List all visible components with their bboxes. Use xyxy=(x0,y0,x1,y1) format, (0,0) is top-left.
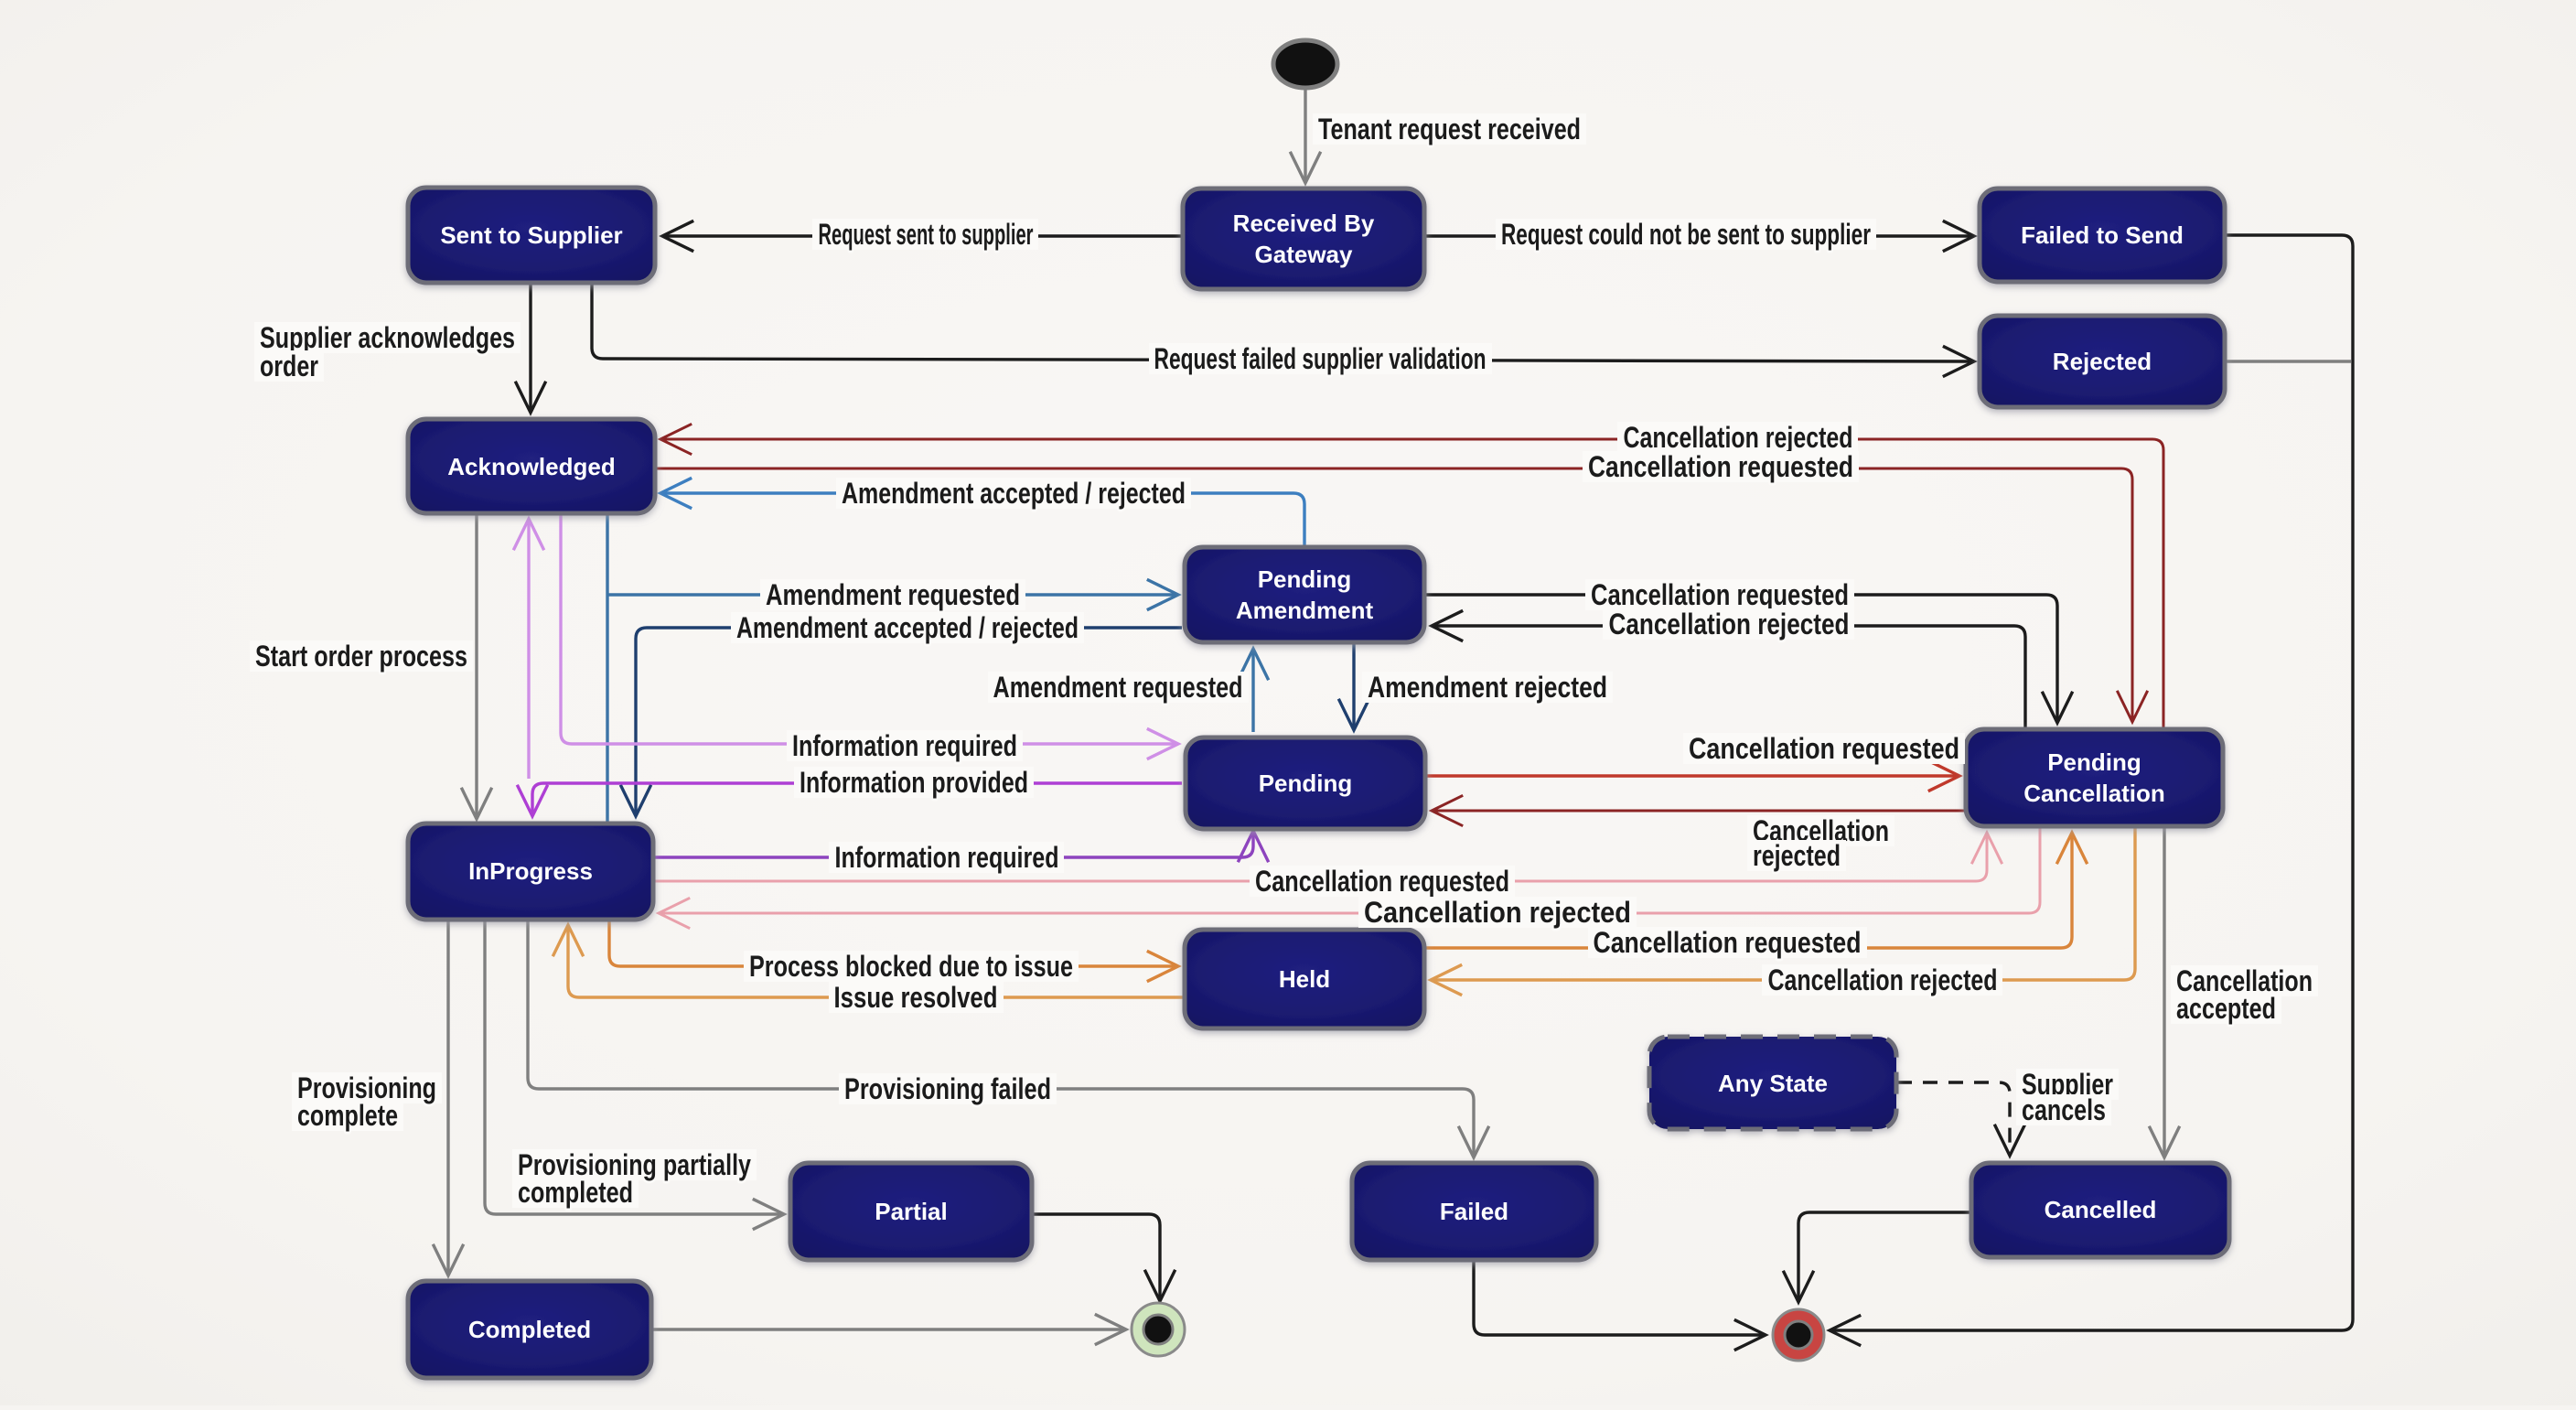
svg-text:Information required: Information required xyxy=(835,841,1059,874)
svg-text:Cancellation rejected: Cancellation rejected xyxy=(1768,963,1998,996)
svg-text:Information required: Information required xyxy=(792,729,1017,762)
svg-text:Sent to Supplier: Sent to Supplier xyxy=(440,221,622,249)
svg-text:Amendment requested: Amendment requested xyxy=(993,671,1243,704)
svg-text:Cancellation requested: Cancellation requested xyxy=(1689,732,1959,765)
svg-text:Gateway: Gateway xyxy=(1255,241,1353,268)
svg-text:Cancellation rejected: Cancellation rejected xyxy=(1624,421,1853,454)
svg-text:Received By: Received By xyxy=(1233,210,1375,237)
svg-text:Held: Held xyxy=(1279,965,1330,993)
svg-text:Amendment: Amendment xyxy=(1236,597,1374,624)
svg-text:Cancellation requested: Cancellation requested xyxy=(1588,450,1853,483)
svg-text:Request could not be sent to s: Request could not be sent to supplier xyxy=(1501,218,1871,251)
svg-text:complete: complete xyxy=(297,1099,398,1132)
svg-text:Failed to Send: Failed to Send xyxy=(2021,221,2184,249)
svg-text:Cancellation requested: Cancellation requested xyxy=(1255,865,1509,898)
svg-text:accepted: accepted xyxy=(2176,992,2276,1025)
svg-text:Cancellation: Cancellation xyxy=(2023,780,2165,807)
svg-text:Completed: Completed xyxy=(468,1316,591,1343)
svg-text:Amendment requested: Amendment requested xyxy=(766,578,1020,611)
svg-text:Pending: Pending xyxy=(1259,770,1353,797)
svg-text:Cancellation requested: Cancellation requested xyxy=(1594,926,1862,959)
svg-text:Issue resolved: Issue resolved xyxy=(834,981,998,1014)
svg-text:InProgress: InProgress xyxy=(468,857,593,885)
svg-text:Information provided: Information provided xyxy=(800,766,1028,799)
svg-text:Cancellation rejected: Cancellation rejected xyxy=(1609,608,1850,640)
svg-text:Cancellation rejected: Cancellation rejected xyxy=(1364,896,1631,929)
svg-text:cancels: cancels xyxy=(2022,1093,2106,1126)
svg-text:order: order xyxy=(260,350,318,382)
svg-text:Acknowledged: Acknowledged xyxy=(447,453,615,480)
svg-text:Process blocked due to issue: Process blocked due to issue xyxy=(749,950,1073,983)
svg-text:Partial: Partial xyxy=(875,1198,948,1225)
svg-text:Request failed supplier valida: Request failed supplier validation xyxy=(1154,342,1487,375)
svg-text:Any State: Any State xyxy=(1718,1070,1828,1097)
svg-text:Cancellation requested: Cancellation requested xyxy=(1591,578,1849,611)
svg-text:Cancelled: Cancelled xyxy=(2045,1196,2157,1223)
svg-text:Amendment rejected: Amendment rejected xyxy=(1368,671,1607,704)
svg-text:Rejected: Rejected xyxy=(2053,348,2152,375)
svg-text:Pending: Pending xyxy=(2047,748,2141,776)
svg-text:Start order process: Start order process xyxy=(255,640,467,673)
svg-text:completed: completed xyxy=(518,1176,633,1209)
svg-text:Provisioning failed: Provisioning failed xyxy=(844,1072,1051,1105)
svg-text:Failed: Failed xyxy=(1440,1198,1508,1225)
svg-text:Amendment accepted / rejected: Amendment accepted / rejected xyxy=(736,611,1079,644)
svg-text:rejected: rejected xyxy=(1753,839,1841,872)
svg-text:Amendment accepted / rejected: Amendment accepted / rejected xyxy=(842,477,1186,510)
svg-text:Tenant request received: Tenant request received xyxy=(1318,113,1581,145)
svg-text:Request sent to supplier: Request sent to supplier xyxy=(819,218,1034,251)
svg-text:Pending: Pending xyxy=(1258,565,1352,593)
